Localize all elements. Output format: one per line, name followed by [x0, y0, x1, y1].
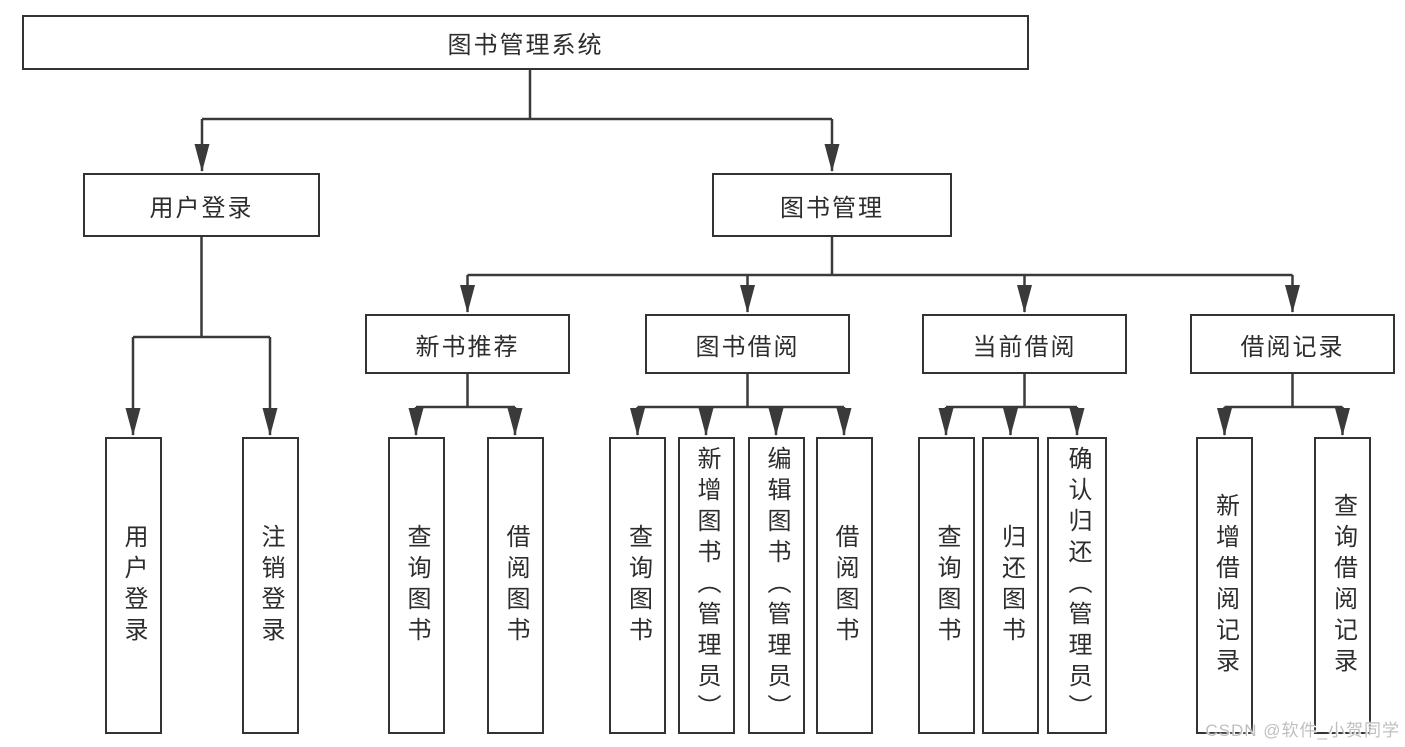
- node-label: 用户登录: [149, 194, 254, 222]
- leaf-label: 用户登录: [120, 523, 147, 648]
- leaf-label: 注销登录: [257, 523, 284, 648]
- leaf-label: 查询图书: [403, 523, 430, 648]
- leaf-borrow-books-recommend: 借阅图书: [486, 437, 544, 734]
- node-borrowing-records: 借阅记录: [1190, 314, 1395, 374]
- leaf-label: 确认归还（管理员）: [1064, 446, 1091, 725]
- leaf-query-books-current: 查询图书: [917, 437, 975, 734]
- leaf-add-borrow-record: 新增借阅记录: [1196, 437, 1253, 734]
- leaf-logout-login: 注销登录: [241, 437, 299, 734]
- node-label: 图书管理: [780, 194, 884, 222]
- node-book-borrowing: 图书借阅: [645, 314, 850, 374]
- leaf-label: 新增图书（管理员）: [693, 446, 720, 725]
- leaf-query-books-borrowing: 查询图书: [609, 437, 666, 734]
- leaf-label: 借阅图书: [502, 523, 529, 648]
- leaf-label: 借阅图书: [831, 523, 858, 648]
- node-new-book-recommendation: 新书推荐: [365, 314, 570, 374]
- leaf-user-login: 用户登录: [104, 437, 162, 734]
- leaf-borrow-books-borrowing: 借阅图书: [815, 437, 873, 734]
- leaf-return-books: 归还图书: [982, 437, 1039, 734]
- leaf-label: 编辑图书（管理员）: [763, 446, 790, 725]
- leaf-add-books-admin: 新增图书（管理员）: [677, 437, 735, 734]
- node-label: 新书推荐: [415, 333, 520, 361]
- leaf-confirm-return-admin: 确认归还（管理员）: [1047, 437, 1107, 734]
- leaf-label: 归还图书: [997, 523, 1025, 648]
- node-label: 图书管理系统: [447, 32, 604, 59]
- leaf-edit-books-admin: 编辑图书（管理员）: [747, 437, 805, 734]
- node-label: 当前借阅: [972, 333, 1077, 361]
- leaf-query-borrow-record: 查询借阅记录: [1314, 437, 1371, 734]
- node-current-borrowing: 当前借阅: [922, 314, 1127, 374]
- csdn-watermark: CSDN @软件_小贺同学: [1205, 721, 1400, 740]
- node-label: 借阅记录: [1240, 333, 1345, 361]
- leaf-query-books-recommend: 查询图书: [387, 437, 445, 734]
- node-user-login: 用户登录: [83, 173, 320, 237]
- leaf-label: 查询图书: [933, 523, 960, 648]
- node-label: 图书借阅: [695, 333, 800, 361]
- node-book-management: 图书管理: [712, 173, 952, 237]
- leaf-label: 新增借阅记录: [1211, 492, 1239, 679]
- leaf-label: 查询借阅记录: [1329, 492, 1357, 679]
- node-library-management-system: 图书管理系统: [22, 15, 1029, 70]
- leaf-label: 查询图书: [624, 523, 652, 648]
